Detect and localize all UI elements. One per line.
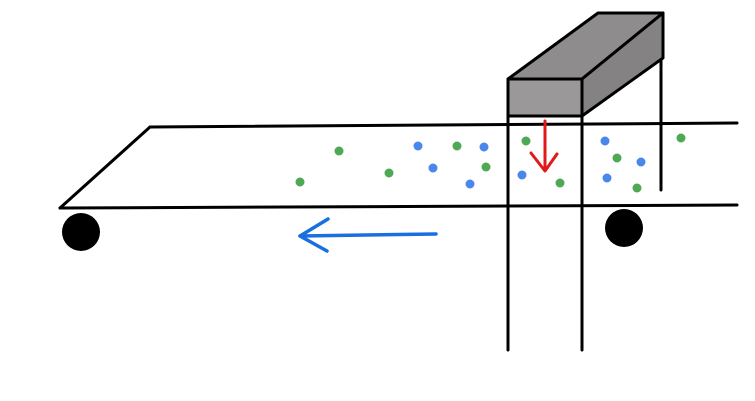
green-particle: [384, 168, 394, 178]
belt-front-edge: [58, 203, 739, 210]
right-roller-icon: [605, 209, 643, 247]
gantry-beam-front-face: [506, 77, 584, 118]
blue-particle: [428, 163, 438, 173]
blue-particles: [413, 136, 646, 189]
blue-particle: [600, 136, 610, 146]
green-particle: [676, 133, 686, 143]
gantry-legs: [506, 56, 663, 352]
particles: [295, 133, 686, 193]
conveyor-belt: [58, 121, 739, 210]
blue-particle: [517, 170, 527, 180]
green-particle: [555, 178, 565, 188]
blue-particle: [413, 141, 423, 151]
blue-particle: [636, 157, 646, 167]
green-particles: [295, 133, 686, 193]
green-particle: [521, 136, 531, 146]
gantry-beam: [506, 11, 665, 118]
left-roller-icon: [62, 213, 100, 251]
arrow-down-icon: [529, 119, 559, 173]
green-particle: [452, 141, 462, 151]
belt-back-edge: [148, 121, 739, 129]
green-particle: [632, 183, 642, 193]
belt-left-slant-edge: [58, 125, 152, 210]
arrow-left-icon: [298, 217, 438, 253]
blue-particle: [602, 173, 612, 183]
green-particle: [295, 177, 305, 187]
green-particle: [612, 153, 622, 163]
green-particle: [334, 146, 344, 156]
blue-particle: [465, 179, 475, 189]
blue-particle: [479, 142, 489, 152]
green-particle: [481, 162, 491, 172]
